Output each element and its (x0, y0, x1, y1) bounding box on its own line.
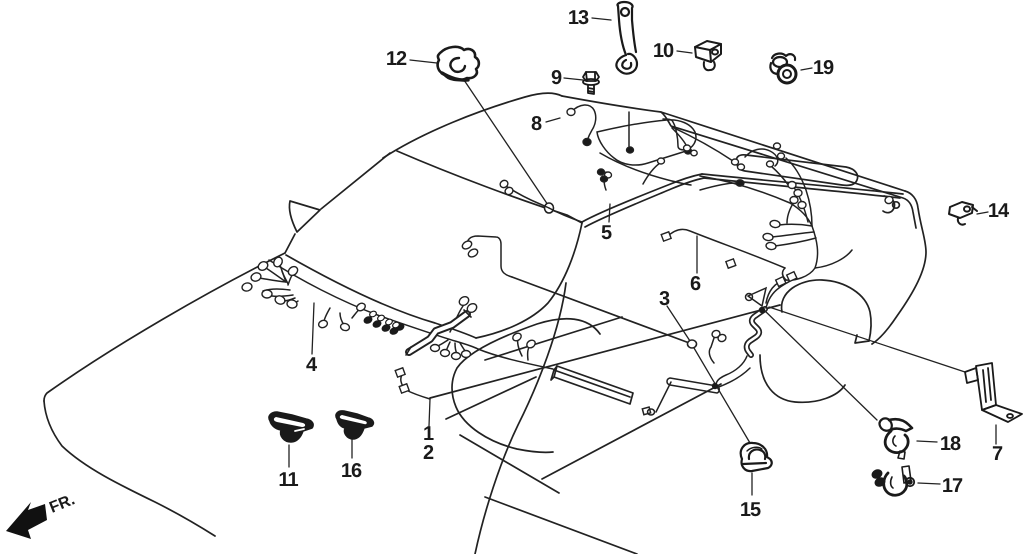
svg-text:19: 19 (813, 57, 834, 79)
svg-text:9: 9 (551, 67, 562, 89)
svg-text:15: 15 (740, 499, 761, 521)
svg-text:13: 13 (568, 7, 589, 29)
svg-text:2: 2 (423, 442, 434, 464)
svg-text:3: 3 (659, 288, 670, 310)
svg-text:5: 5 (601, 222, 612, 244)
svg-text:8: 8 (531, 113, 542, 135)
svg-text:7: 7 (992, 443, 1003, 465)
svg-text:14: 14 (988, 200, 1010, 222)
svg-text:4: 4 (306, 354, 318, 376)
svg-text:1: 1 (423, 423, 434, 445)
svg-text:10: 10 (653, 40, 674, 62)
svg-text:11: 11 (278, 469, 298, 491)
svg-text:18: 18 (940, 433, 961, 455)
svg-text:16: 16 (341, 460, 362, 482)
svg-text:6: 6 (690, 273, 701, 295)
svg-text:17: 17 (942, 475, 963, 497)
svg-text:12: 12 (386, 48, 407, 70)
